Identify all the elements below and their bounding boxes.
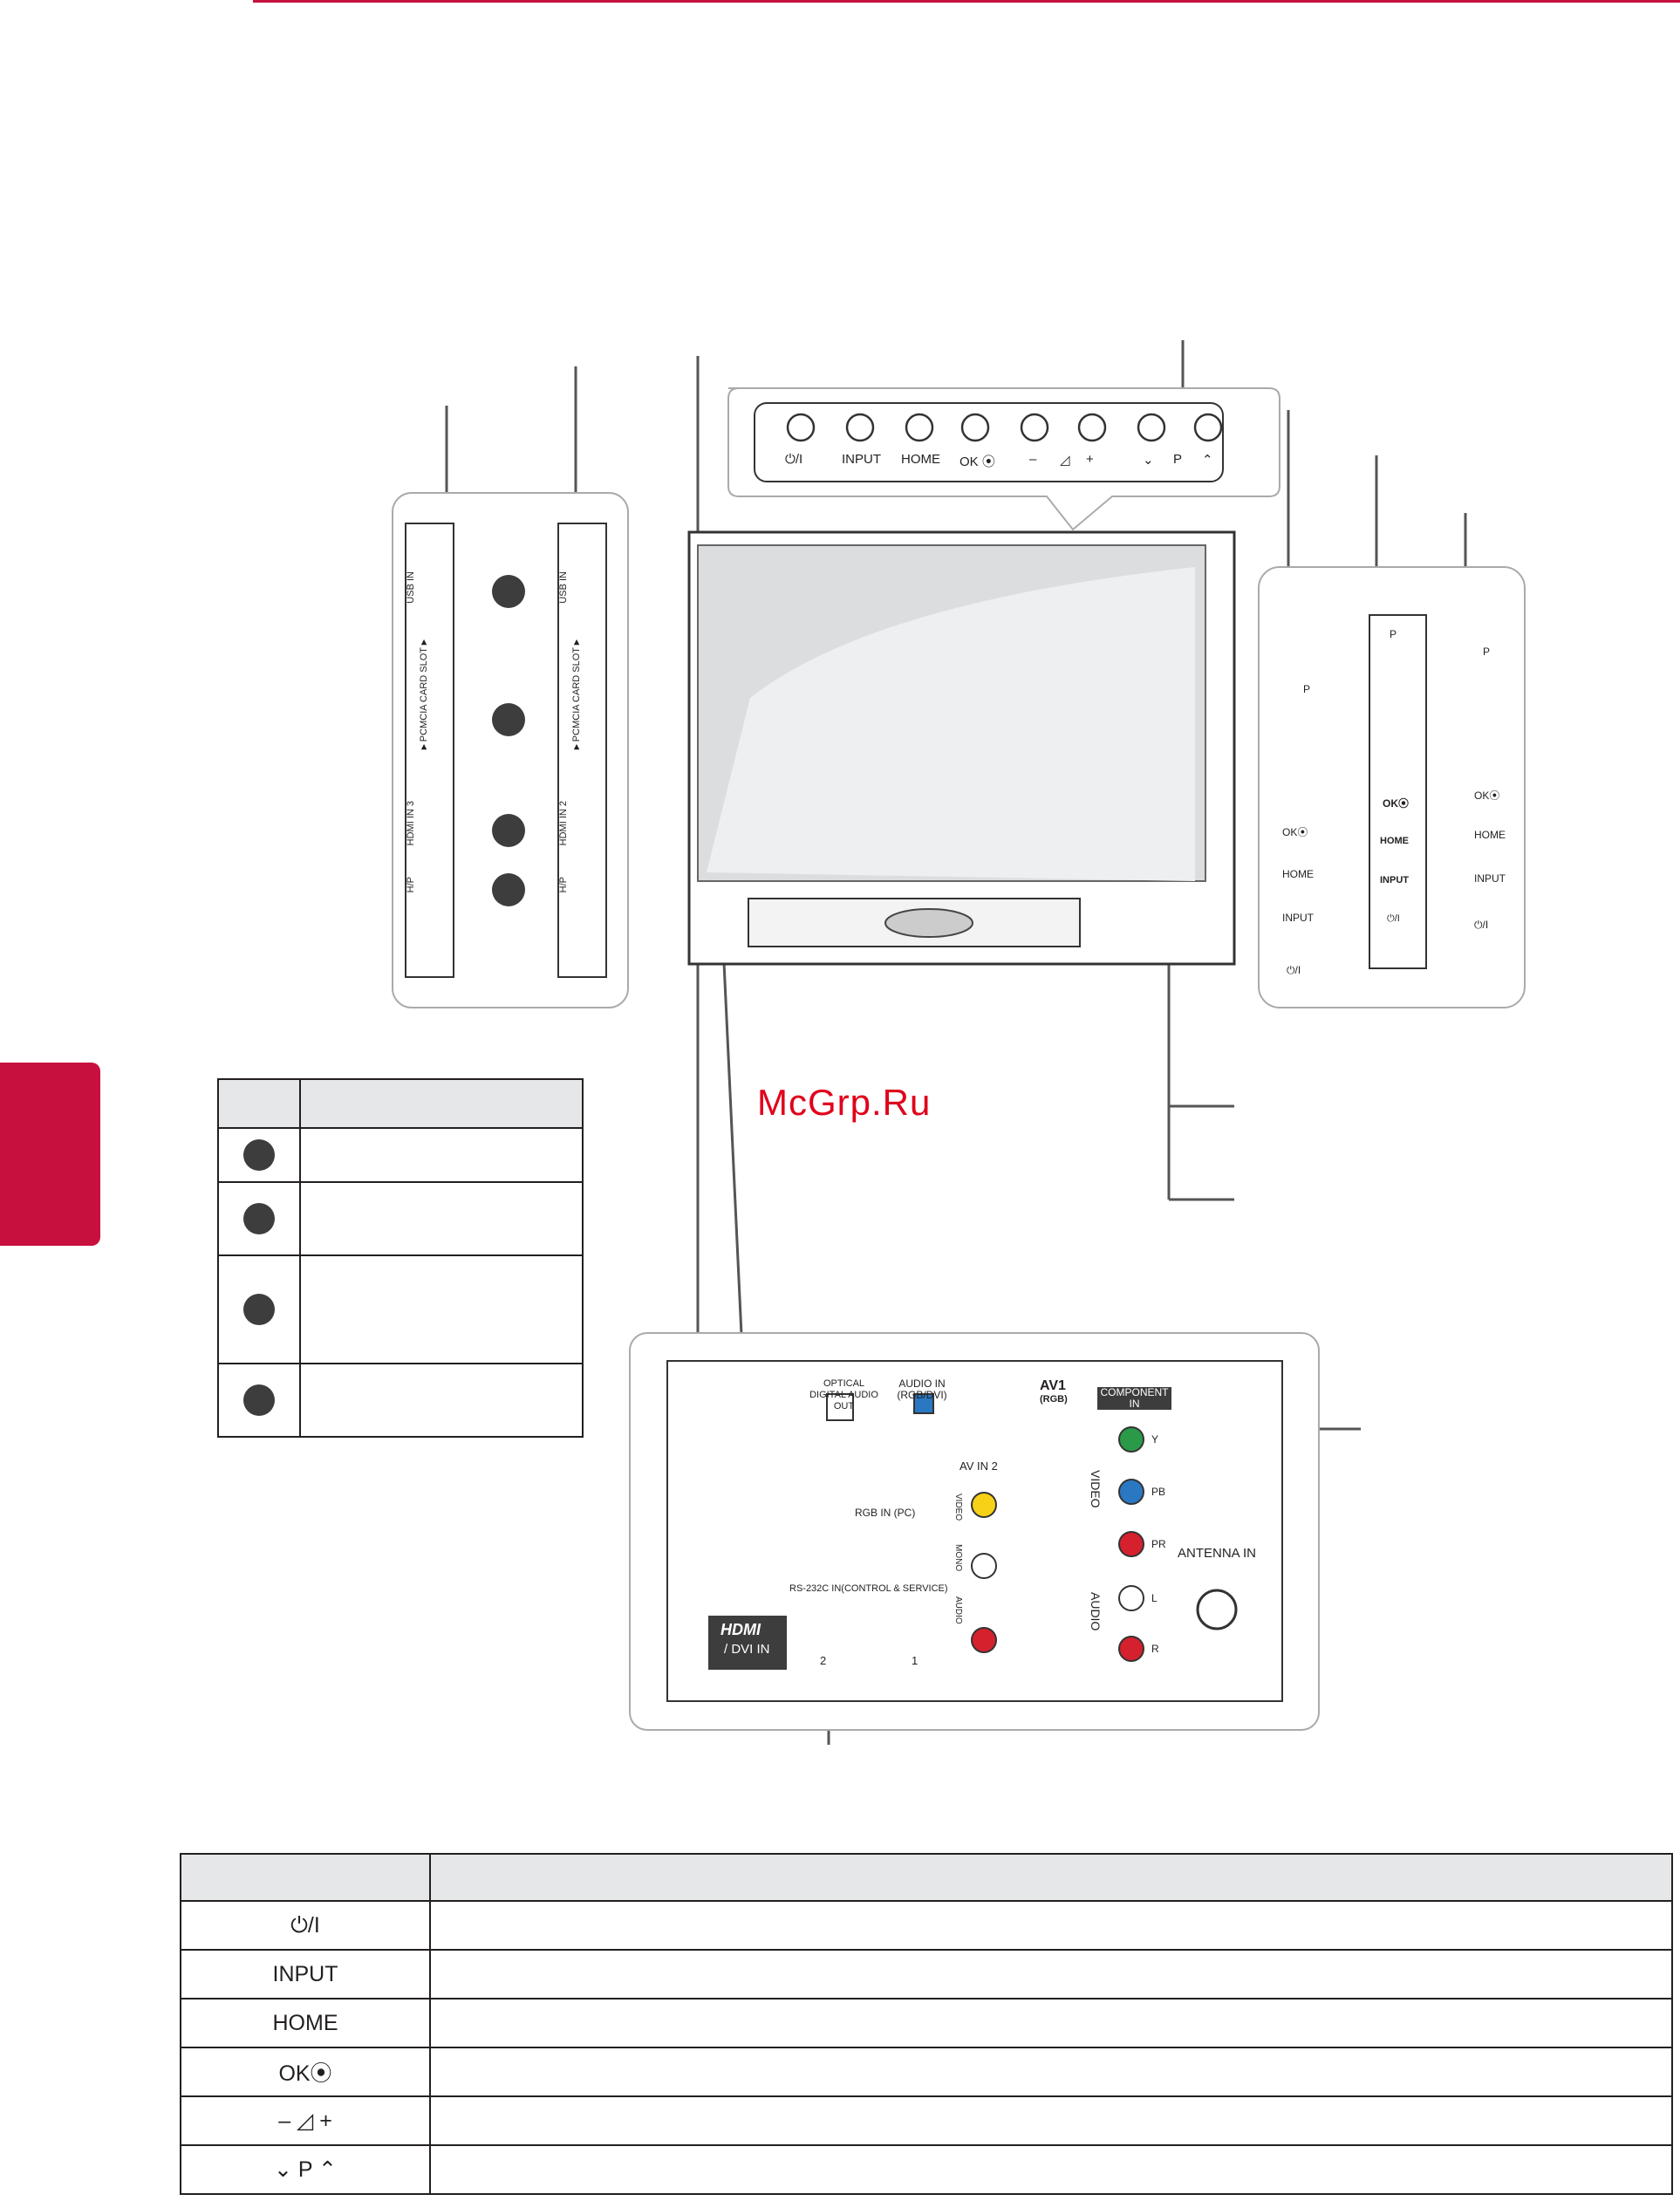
hdmi-logo: HDMI bbox=[720, 1621, 761, 1638]
hdmi-in-3-label: HDMI IN 3 bbox=[406, 801, 416, 846]
top-btn-home-label: HOME bbox=[901, 452, 940, 467]
comp-pb-label: PB bbox=[1151, 1486, 1166, 1498]
side-b-power-label: ⏻/I bbox=[1387, 913, 1400, 924]
marker-dot bbox=[243, 1203, 275, 1234]
top-btn-input-label: INPUT bbox=[842, 452, 881, 467]
button-row-desc bbox=[429, 2144, 1673, 2195]
side-c-input-label: INPUT bbox=[1474, 872, 1506, 885]
rs232-label: RS-232C IN(CONTROL & SERVICE) bbox=[789, 1583, 948, 1594]
side-b-home-label: HOME bbox=[1380, 836, 1409, 846]
button-row-desc bbox=[429, 1900, 1673, 1951]
comp-pr-label: PR bbox=[1151, 1538, 1166, 1550]
pcmcia-label-b: ▼PCMCIA CARD SLOT▼ bbox=[571, 637, 582, 753]
legend-row-2-text bbox=[299, 1181, 584, 1256]
top-btn-vol-plus-label: + bbox=[1086, 452, 1094, 467]
top-btn-ch-down-label: ⌄ bbox=[1143, 453, 1154, 468]
button-row-input: INPUT bbox=[180, 1949, 431, 2000]
pcmcia-label-a: ▼PCMCIA CARD SLOT▼ bbox=[419, 637, 429, 753]
section-tab bbox=[0, 1063, 100, 1246]
hdmi-port-1-label: 1 bbox=[912, 1654, 919, 1667]
side-c-power-label: ⏻/I bbox=[1474, 919, 1489, 931]
optical-out-label: OPTICAL DIGITAL AUDIO OUT bbox=[809, 1378, 878, 1412]
side-a-ok-label: OK⦿ bbox=[1282, 826, 1308, 838]
hdmi-in-2-label: HDMI IN 2 bbox=[558, 801, 569, 846]
button-row-channel: ⌄ P ⌃ bbox=[180, 2144, 431, 2195]
av-mono-label: MONO bbox=[953, 1544, 963, 1572]
side-a-home-label: HOME bbox=[1282, 868, 1314, 880]
comp-audio-label: AUDIO bbox=[1089, 1592, 1103, 1631]
rgb-in-label: RGB IN (PC) bbox=[855, 1507, 916, 1519]
marker-dot bbox=[243, 1294, 275, 1325]
top-btn-power-label: ⏻/I bbox=[785, 452, 803, 467]
button-row-desc bbox=[429, 2095, 1673, 2146]
legend-row-1-text bbox=[299, 1127, 584, 1183]
av1-label: AV1 bbox=[1040, 1378, 1066, 1393]
audio-in-label: AUDIO IN (RGB/DVI) bbox=[897, 1377, 947, 1401]
side-c-ok-label: OK⦿ bbox=[1474, 790, 1500, 802]
comp-y-label: Y bbox=[1151, 1433, 1159, 1446]
antenna-in-label: ANTENNA IN bbox=[1178, 1546, 1257, 1561]
comp-video-label: VIDEO bbox=[1089, 1470, 1103, 1508]
comp-r-label: R bbox=[1151, 1643, 1159, 1655]
legend-row-1-marker bbox=[217, 1127, 301, 1183]
marker-dot bbox=[243, 1384, 275, 1416]
av1-rgb-label: (RGB) bbox=[1040, 1394, 1068, 1405]
legend-row-2-marker bbox=[217, 1181, 301, 1256]
button-row-desc bbox=[429, 2047, 1673, 2097]
button-row-desc bbox=[429, 1998, 1673, 2048]
button-row-ok: OK⦿ bbox=[180, 2047, 431, 2097]
top-btn-ch-up-label: ⌃ bbox=[1202, 453, 1213, 468]
comp-l-label: L bbox=[1151, 1592, 1158, 1604]
marker-dot bbox=[243, 1139, 275, 1171]
usb-in-label-b: USB IN bbox=[558, 571, 569, 604]
button-header-1 bbox=[180, 1853, 431, 1902]
connector-legend-table bbox=[217, 1078, 584, 1438]
top-btn-ok-label: OK ⦿ bbox=[960, 455, 995, 469]
av-audio-label: AUDIO bbox=[953, 1596, 963, 1624]
top-rule bbox=[253, 0, 1680, 3]
button-header-2 bbox=[429, 1853, 1673, 1902]
button-row-desc bbox=[429, 1949, 1673, 2000]
side-a-power-label: ⏻/I bbox=[1287, 964, 1301, 976]
legend-row-4-text bbox=[299, 1363, 584, 1438]
button-row-volume: – ◿ + bbox=[180, 2095, 431, 2146]
side-b-ok-label: OK⦿ bbox=[1383, 797, 1410, 810]
side-c-p-label: P bbox=[1483, 646, 1491, 658]
top-btn-p-label: P bbox=[1173, 452, 1183, 467]
side-b-input-label: INPUT bbox=[1380, 875, 1409, 885]
av-in-2-label: AV IN 2 bbox=[960, 1459, 998, 1473]
legend-row-3-marker bbox=[217, 1254, 301, 1364]
hp-label-b: H/P bbox=[558, 877, 569, 893]
hp-label-a: H/P bbox=[406, 877, 416, 893]
legend-row-3-text bbox=[299, 1254, 584, 1364]
side-a-input-label: INPUT bbox=[1282, 912, 1314, 924]
top-btn-vol-minus-label: – bbox=[1029, 452, 1037, 467]
component-in-label: COMPONENT IN bbox=[1097, 1387, 1171, 1410]
usb-in-label-a: USB IN bbox=[406, 571, 416, 604]
hdmi-dvi-label: / DVI IN bbox=[724, 1642, 770, 1657]
legend-header-1 bbox=[217, 1078, 301, 1129]
button-row-power: ⏻/I bbox=[180, 1900, 431, 1951]
side-c-home-label: HOME bbox=[1474, 829, 1506, 841]
hdmi-port-2-label: 2 bbox=[820, 1654, 827, 1667]
legend-header-2 bbox=[299, 1078, 584, 1129]
watermark: McGrp.Ru bbox=[757, 1082, 932, 1123]
side-b-p-label: P bbox=[1390, 628, 1397, 640]
legend-row-4-marker bbox=[217, 1363, 301, 1438]
av-video-label: VIDEO bbox=[953, 1494, 963, 1521]
button-row-home: HOME bbox=[180, 1998, 431, 2048]
button-table: ⏻/I INPUT HOME OK⦿ – ◿ + ⌄ P ⌃ bbox=[180, 1853, 1673, 2195]
top-btn-vol-label: ◿ bbox=[1060, 453, 1070, 468]
side-a-p-label: P bbox=[1302, 683, 1310, 695]
